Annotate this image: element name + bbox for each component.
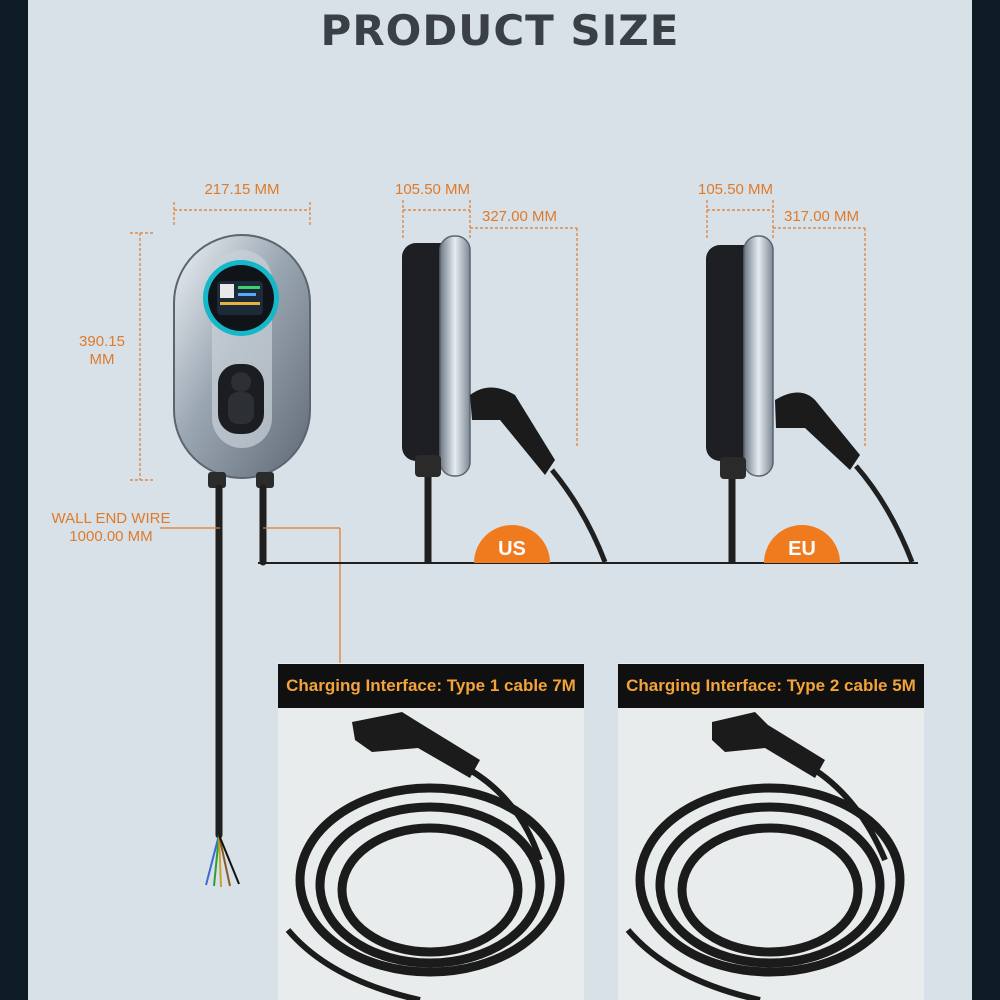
charger-front: [173, 234, 311, 488]
charger-side-eu: [706, 235, 915, 563]
card-type2: [618, 663, 924, 1000]
wall-end-wires: [215, 484, 267, 839]
card-title-type2: Charging Interface: Type 2 cable 5M: [618, 664, 924, 708]
us-depth-label: 105.50 MM: [395, 181, 471, 198]
wall-wire-length: 1000.00 MM: [69, 528, 153, 545]
charger-side-us: [402, 235, 608, 563]
eu-depth-label: 105.50 MM: [698, 181, 774, 198]
us-dimension-lines: [402, 200, 578, 448]
eu-dimension-lines: [706, 200, 866, 448]
wall-wire-title: WALL END WIRE: [51, 510, 171, 527]
page-title: PRODUCT SIZE: [320, 6, 680, 55]
us-height-label: 327.00 MM: [482, 208, 558, 225]
wall-wire-label: WALL END WIRE 1000.00 MM: [38, 510, 184, 546]
wire-dimension-lines: [160, 527, 341, 665]
front-dimension-lines: [130, 202, 311, 481]
wire-ends: [205, 834, 240, 888]
card-title-type1: Charging Interface: Type 1 cable 7M: [278, 664, 584, 708]
eu-height-label: 317.00 MM: [784, 208, 860, 225]
front-height-value: 390.15: [79, 333, 125, 350]
front-width-label: 217.15 MM: [204, 181, 280, 198]
front-height-unit: MM: [89, 351, 115, 368]
card-type1: [278, 663, 584, 1000]
front-height-label: 390.15 MM: [70, 333, 134, 369]
